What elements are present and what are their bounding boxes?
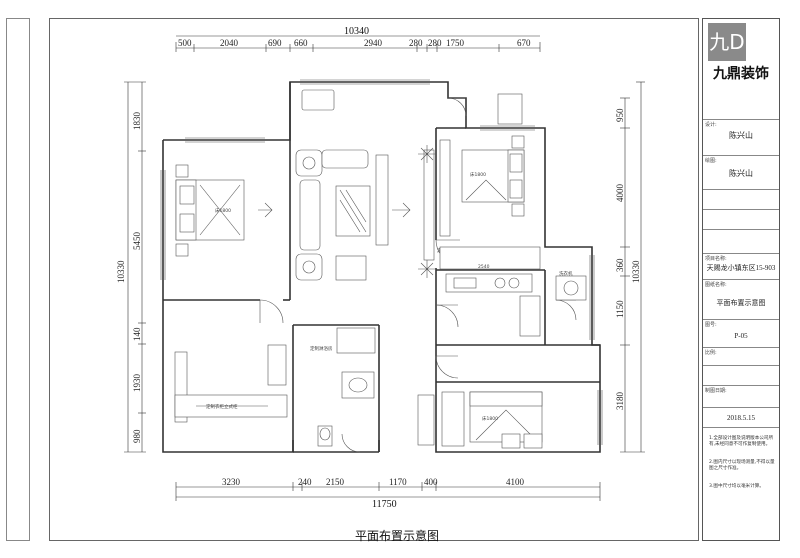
kitchen-dim: 2540: [478, 264, 490, 270]
drafter-label: 绘图:: [705, 158, 717, 164]
top-dimension-chain: [175, 35, 541, 52]
notes-row: 1.全部设计图及说明版本公司所有,未经同意不可作复制使用。 2.图内尺寸以现场测…: [703, 427, 779, 540]
project-label: 项目名称:: [705, 256, 727, 262]
top-dim-7: 280: [428, 38, 442, 48]
company-name: 九鼎装饰: [713, 66, 769, 82]
drawing-title: 平面布置示意图: [355, 529, 440, 543]
left-dim-4: 1930: [132, 374, 142, 393]
right-dim-5: 3180: [615, 392, 625, 411]
bottom-dim-1: 3230: [222, 477, 241, 487]
right-dim-3: 360: [615, 258, 625, 272]
kitchen-furniture: [445, 273, 541, 337]
bottom-dim-3: 2150: [326, 477, 345, 487]
project-name: 天赐龙小镇东区15-903: [706, 264, 776, 272]
blank-row-1: [703, 189, 779, 209]
living-room-furniture: [295, 89, 435, 281]
exterior-walls: [162, 81, 601, 453]
bottom-dim-5: 400: [424, 477, 438, 487]
top-dim-1: 500: [178, 38, 192, 48]
left-bed-label: 床1800: [215, 207, 231, 214]
scale-row: 比例:: [703, 347, 779, 365]
bottom-dim-6: 4100: [506, 477, 525, 487]
bottom-total-dim: 11750: [372, 499, 397, 510]
top-dim-4: 660: [294, 38, 308, 48]
top-dim-6: 280: [409, 38, 423, 48]
top-dim-5: 2940: [364, 38, 383, 48]
number-label: 图号:: [705, 322, 717, 328]
left-dim-3: 140: [132, 327, 142, 341]
note-2: 2.图内尺寸以现场测量,不得以量图之尺寸作准。: [709, 460, 775, 471]
date-row: 2018.5.15: [703, 407, 779, 427]
bottom-dim-4: 1170: [389, 477, 407, 487]
top-dim-9: 670: [517, 38, 531, 48]
date-label: 制图日期:: [705, 388, 727, 394]
bottom-bed-label: 床1800: [482, 415, 498, 422]
top-dim-3: 690: [268, 38, 282, 48]
drawing-row: 图纸名称: 平面布置示意图: [703, 279, 779, 319]
washer-label: 洗衣机: [559, 270, 573, 277]
project-row: 项目名称: 天赐龙小镇东区15-903: [703, 253, 779, 279]
note-3: 3.图中尺寸均以毫米计算。: [709, 484, 764, 489]
binding-strip: [6, 18, 30, 541]
date-label-row: 制图日期:: [703, 385, 779, 407]
blank-row-2: [703, 209, 779, 229]
left-dim-1: 1830: [132, 112, 142, 131]
blank-row-4: [703, 365, 779, 385]
top-total-dim: 10340: [344, 26, 369, 37]
left-bedroom-arrow: [258, 202, 273, 218]
top-dim-8: 1750: [446, 38, 465, 48]
company-logo: 九D: [708, 23, 746, 61]
drafter-row: 绘图: 陈兴山: [703, 155, 779, 189]
bath-note: 定制淋浴房: [310, 345, 333, 352]
left-bedroom-furniture: [174, 164, 288, 423]
right-dimension-chain: [620, 81, 645, 453]
right-bedroom-furniture: [439, 93, 541, 270]
plant-icon: [418, 145, 436, 278]
balcony-furniture: [555, 275, 587, 301]
bathroom-fixtures: [317, 327, 376, 447]
drawing-number: P-05: [734, 332, 748, 340]
left-dimension-chain: [124, 81, 146, 453]
drawing-frame: [49, 18, 699, 541]
left-dim-5: 980: [132, 429, 142, 443]
drawing-date: 2018.5.15: [727, 414, 755, 422]
designer-row: 设计: 陈兴山: [703, 119, 779, 155]
right-bed-label: 床1800: [470, 171, 486, 178]
number-row: 图号: P-05: [703, 319, 779, 347]
scale-label: 比例:: [705, 350, 717, 356]
bottom-dimension-chain: [175, 482, 601, 501]
left-dim-2: 5450: [132, 232, 142, 251]
right-total-dim: 10330: [631, 260, 641, 283]
top-dim-2: 2040: [220, 38, 239, 48]
living-room-arrow: [392, 202, 411, 218]
bottom-dim-2: 240: [298, 477, 312, 487]
left-total-dim: 10330: [116, 260, 126, 283]
drafter-name: 陈兴山: [729, 169, 753, 178]
drawing-label: 图纸名称:: [705, 282, 727, 288]
right-dim-1: 950: [615, 108, 625, 122]
right-dim-2: 4000: [615, 184, 625, 203]
designer-name: 陈兴山: [729, 131, 753, 140]
bottom-bedroom-furniture: [417, 391, 543, 449]
drawing-name: 平面布置示意图: [716, 299, 766, 307]
right-dim-4: 1150: [615, 300, 625, 318]
wardrobe-note: 定制衣柜立式柜: [206, 403, 238, 410]
title-block: 九D 九鼎装饰 设计: 陈兴山 绘图: 陈兴山 项目名称: 天赐龙小镇东区15-…: [702, 18, 780, 541]
designer-label: 设计:: [705, 122, 717, 128]
windows: [160, 79, 603, 445]
note-1: 1.全部设计图及说明版本公司所有,未经同意不可作复制使用。: [709, 436, 774, 447]
blank-row-3: [703, 229, 779, 253]
